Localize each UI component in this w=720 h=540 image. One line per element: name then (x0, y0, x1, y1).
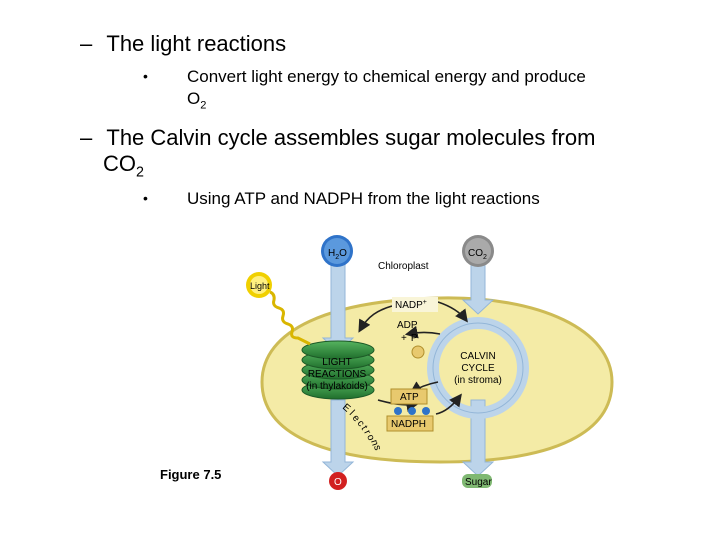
plus-p-label: +P (401, 333, 418, 344)
electrons-letter: n (368, 439, 380, 448)
nadp-box (392, 297, 438, 312)
dash-marker: – (80, 125, 93, 150)
o2-text: O (187, 89, 201, 108)
sub-bullet-o2: O2 (187, 88, 206, 116)
calvin-label: CALVIN (460, 351, 495, 362)
adp-label: ADP (397, 320, 418, 331)
bullet-marker: • (143, 68, 148, 84)
o2-molecule (329, 472, 347, 490)
co2-subscript: 2 (136, 164, 144, 181)
atp-label: ATP (400, 392, 419, 403)
co2-text: CO (103, 151, 136, 176)
bullet-text: The Calvin cycle assembles sugar molecul… (106, 125, 596, 150)
figure-caption: Figure 7.5 (160, 467, 221, 482)
light-label: Light (250, 281, 270, 291)
atp-box (390, 388, 428, 405)
sub-bullet-atp-nadph: Using ATP and NADPH from the light react… (187, 188, 540, 210)
dash-marker: – (80, 31, 93, 56)
bullet-text: The light reactions (106, 31, 287, 56)
electrons-letter: l (347, 408, 356, 417)
electrons-letter: o (364, 433, 376, 443)
calvin-label-3: (in stroma) (454, 375, 502, 386)
bullet-co2: CO2 (103, 151, 144, 185)
bullet-marker: • (143, 190, 148, 206)
sub-bullet-text: Convert light energy to chemical energy … (187, 67, 586, 86)
o2-label: O (334, 477, 342, 488)
co2-label: CO2 (468, 248, 487, 261)
bullet-calvin-cycle: – The Calvin cycle assembles sugar molec… (80, 125, 595, 151)
light-reactions-label-3: (in thylakoids) (306, 381, 368, 392)
electrons-letter: e (350, 413, 362, 425)
nadph-label: NADPH (391, 419, 426, 430)
electrons-letter: r (361, 428, 373, 436)
sub-bullet-text: Using ATP and NADPH from the light react… (187, 189, 540, 208)
sugar-molecule (462, 474, 492, 488)
o2-subscript: 2 (200, 99, 207, 112)
nadp-label: NADP+ (395, 299, 427, 311)
thylakoid-stack (301, 340, 375, 400)
electrons-letter: c (355, 418, 367, 428)
light-reactions-label-2: REACTIONS (308, 369, 367, 380)
h2o-label: H2O (328, 248, 347, 261)
light-reactions-label: LIGHT (322, 357, 351, 368)
electrons-letter: t (358, 424, 369, 432)
sub-bullet-convert-energy: Convert light energy to chemical energy … (187, 66, 586, 88)
chloroplast-label: Chloroplast (378, 261, 429, 272)
sugar-label: Sugar (465, 477, 492, 488)
calvin-label-2: CYCLE (461, 363, 495, 374)
bullet-light-reactions: – The light reactions (80, 31, 286, 57)
electrons-letter: s (371, 444, 383, 452)
nadph-box (386, 415, 434, 432)
light-wave (269, 290, 311, 346)
